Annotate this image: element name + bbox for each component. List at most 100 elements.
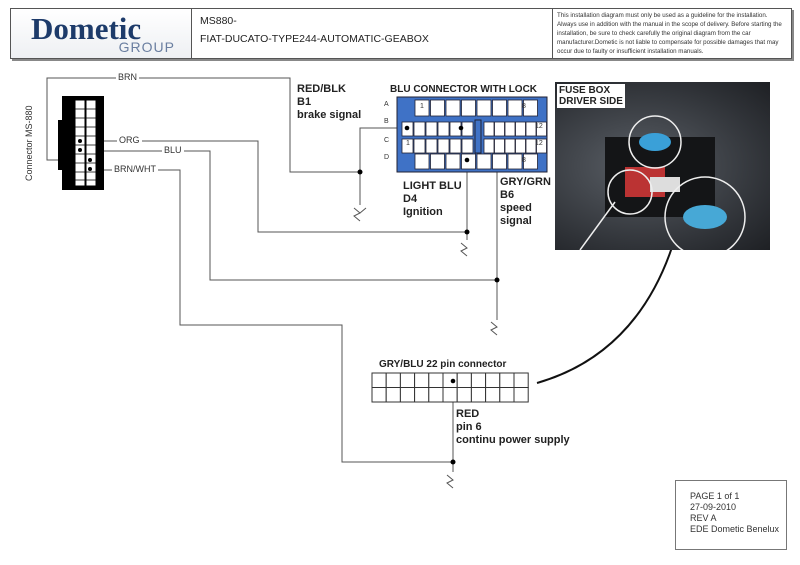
pin-cell [449, 138, 462, 154]
wire-red-blk [359, 127, 407, 205]
pin-a1: 1 [420, 103, 424, 110]
wire-label-blu: BLU [162, 145, 184, 155]
pin-c12: 12 [535, 140, 543, 147]
wire-label-brn: BRN [116, 72, 140, 82]
author: EDE Dometic Benelux [690, 524, 780, 534]
wire-blu [96, 150, 497, 281]
wire-label-org: ORG [117, 135, 142, 145]
pin-cell [515, 121, 526, 137]
ground-icon [353, 207, 367, 222]
pin-cell [445, 99, 461, 117]
pin-cell [494, 121, 505, 137]
pin-cell [476, 99, 492, 117]
pin-cell [513, 387, 529, 403]
wire-brn-wht [96, 169, 453, 463]
wire-brn [46, 77, 360, 173]
pin-cell [536, 138, 547, 154]
ms880-connector [58, 96, 104, 190]
pin-cell [513, 372, 529, 388]
pin-cell [523, 153, 538, 170]
cable-to-fusebox [536, 237, 676, 384]
revision: REV A [690, 513, 717, 523]
pin-cell [437, 138, 450, 154]
pin-cell [437, 121, 450, 137]
pin-cell [414, 99, 430, 117]
pin-cell [523, 99, 538, 117]
pin-cell [536, 121, 547, 137]
pin-cell [483, 138, 495, 154]
pin-cell [442, 387, 458, 403]
pin-cell [456, 372, 472, 388]
wire-org [96, 140, 467, 233]
pin-cell [425, 138, 438, 154]
pin-cell [461, 99, 476, 117]
row-label-b: B [382, 118, 391, 125]
page-info-box: PAGE 1 of 1 27-09-2010 REV A EDE Dometic… [675, 480, 787, 550]
pin-cell [414, 387, 430, 403]
pin-cell [371, 387, 387, 403]
pin-cell [499, 372, 515, 388]
pin-cell [504, 121, 516, 137]
junction-dots [357, 169, 500, 465]
pin-cell [525, 121, 537, 137]
title-line-1: MS880- [200, 15, 237, 27]
logo-subtext: GROUP [118, 39, 175, 55]
dometic-logo: Dometic GROUP [11, 9, 192, 58]
pin-cell [428, 387, 444, 403]
pin-cell [385, 387, 401, 403]
pin-cell [483, 121, 495, 137]
pin-cell [425, 121, 438, 137]
pin-cell [494, 138, 505, 154]
pin-cell [492, 99, 507, 117]
pin-cell [507, 153, 523, 170]
pin-cell [399, 372, 416, 388]
pin-cell [430, 99, 445, 117]
title-line-2: FIAT-DUCATO-TYPE244-AUTOMATIC-GEABOX [200, 33, 429, 45]
pin-cell [371, 372, 387, 388]
page-number: PAGE 1 of 1 [690, 491, 740, 501]
pin-cell [485, 372, 501, 388]
ground-icon [446, 474, 454, 489]
ground-icon [490, 321, 498, 336]
pin-c1: 1 [406, 140, 410, 147]
blu-connector-title: BLU CONNECTOR WITH LOCK [390, 84, 538, 95]
pin-cell [414, 153, 430, 170]
22-pin-connector [371, 372, 529, 403]
row-label-a: A [382, 101, 391, 108]
ms880-label: Connector MS-880 [24, 103, 34, 183]
pin-cell [525, 138, 537, 154]
blu-connector [396, 96, 548, 173]
pin-cell [492, 153, 507, 170]
22-pin-connector-title: GRY/BLU 22 pin connector [379, 359, 507, 370]
pin-a8: 8 [522, 103, 526, 110]
pin-cell [456, 387, 472, 403]
disclaimer: This installation diagram must only be u… [557, 12, 782, 55]
pin-cell [485, 387, 501, 403]
pin-cell [413, 121, 426, 137]
title-block: Dometic GROUP MS880- FIAT-DUCATO-TYPE244… [10, 8, 792, 59]
pin-b12: 12 [535, 123, 543, 130]
pin-cell [413, 138, 426, 154]
pin-cell [445, 153, 461, 170]
diagram-title: MS880- FIAT-DUCATO-TYPE244-AUTOMATIC-GEA… [192, 9, 553, 58]
row-label-c: C [382, 137, 392, 144]
pin-cell [461, 121, 474, 137]
pin-cell [401, 138, 414, 154]
pin-cell [430, 153, 445, 170]
ground-symbols [353, 207, 498, 489]
pin-cell [499, 387, 515, 403]
ground-icon [460, 242, 468, 257]
pin-cell [507, 99, 523, 117]
pin-d8: 8 [522, 157, 526, 164]
pin-cell [385, 372, 401, 388]
pin-cell [504, 138, 516, 154]
date: 27-09-2010 [690, 502, 737, 512]
pin-cell [515, 138, 526, 154]
wire-label-brn-wht: BRN/WHT [112, 164, 158, 174]
